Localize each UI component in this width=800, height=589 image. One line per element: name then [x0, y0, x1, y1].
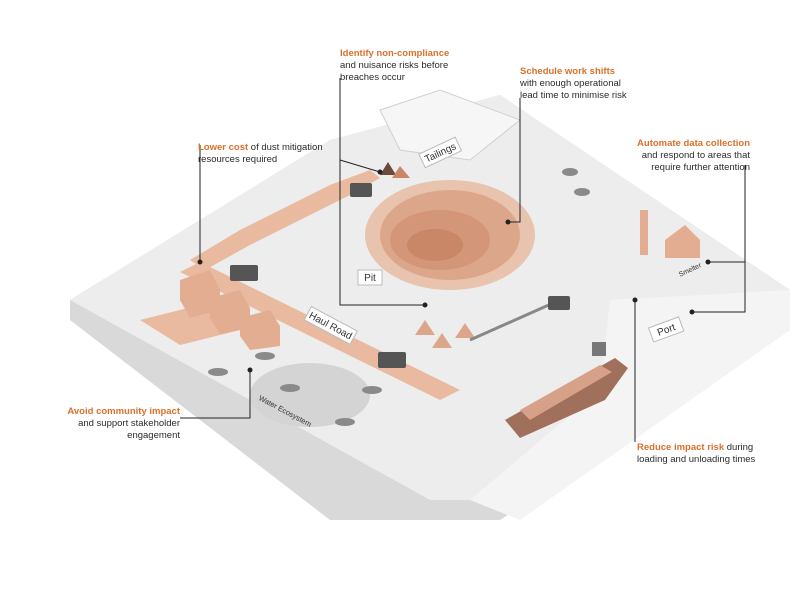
cargo-ship [505, 342, 628, 438]
callout-lower-cost: Lower cost of dust mitigation resources … [198, 142, 323, 166]
callout-non-compliance-text: and nuisance risks before breaches occur [340, 60, 449, 83]
callout-work-shifts: Schedule work shifts with enough operati… [520, 66, 640, 102]
water-ecosystem [250, 363, 370, 427]
callout-automate-highlight: Automate data collection [637, 138, 750, 149]
callout-automate-text: and respond to areas that require furthe… [641, 150, 750, 173]
callout-non-compliance: Identify non-compliance and nuisance ris… [340, 48, 470, 84]
smelter [640, 210, 700, 258]
callout-dots [197, 169, 711, 373]
callout-community-text: and support stakeholder engagement [78, 418, 180, 441]
pit-label: Pit [364, 273, 376, 284]
callout-lower-cost-highlight: Lower cost [198, 142, 249, 153]
callout-impact-risk-highlight: Reduce impact risk [637, 442, 725, 453]
callout-community-highlight: Avoid community impact [67, 406, 180, 417]
callout-impact-risk-text: during loading and unloading times [637, 442, 756, 465]
haul-trucks [230, 183, 570, 368]
callout-non-compliance-highlight: Identify non-compliance [340, 48, 450, 59]
haul-road-upper [190, 170, 380, 270]
callout-work-shifts-highlight: Schedule work shifts [520, 66, 616, 77]
open-pit [365, 180, 535, 290]
pit-label-tag: Pit [357, 269, 383, 286]
conveyor [469, 298, 561, 342]
port-quay [470, 290, 790, 520]
callout-impact-risk: Reduce impact risk during loading and un… [637, 442, 762, 466]
ore-piles [380, 162, 475, 348]
storage-buildings [180, 270, 280, 350]
trees [208, 168, 590, 426]
port-label-tag: Port [647, 316, 685, 343]
callout-automate: Automate data collection and respond to … [630, 138, 750, 174]
callout-community: Avoid community impact and support stake… [60, 406, 180, 442]
callout-work-shifts-text: with enough operational lead time to min… [520, 78, 627, 101]
callout-lower-cost-text: of dust mitigation resources required [198, 142, 323, 165]
tailings-area [379, 89, 521, 161]
callout-leaders [180, 78, 746, 442]
